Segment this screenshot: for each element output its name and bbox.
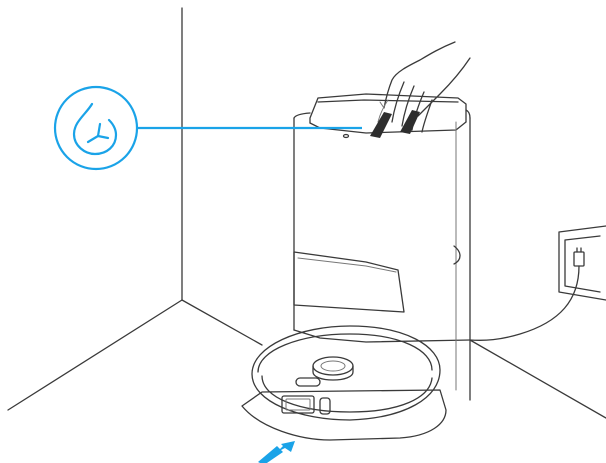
floor-mat (242, 390, 446, 440)
callout (55, 87, 362, 169)
wall-outlet (559, 226, 606, 300)
hand (370, 42, 470, 138)
power-cable (470, 266, 579, 340)
dock-station (294, 94, 470, 400)
room-corner (8, 8, 606, 418)
arrow-icon (258, 441, 295, 463)
water-refill-icon-ring (55, 87, 137, 169)
